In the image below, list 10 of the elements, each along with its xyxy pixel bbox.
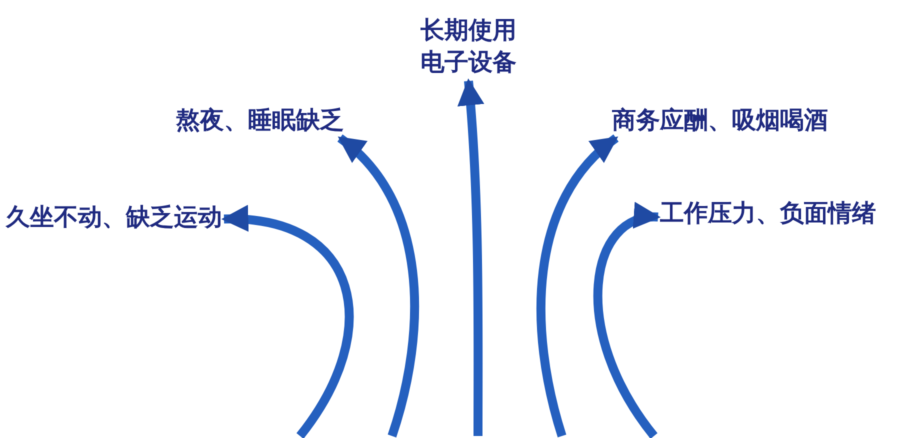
curved-arrow [457,78,484,436]
label-text: 工作压力、负面情绪 [660,197,876,230]
curved-arrow [337,134,419,438]
curved-arrow [594,205,661,438]
label-text: 久坐不动、缺乏运动 [6,201,222,234]
label-text: 商务应酬、吸烟喝酒 [612,104,828,136]
curved-arrow [221,206,354,438]
label-text: 熬夜、睡眠缺乏 [176,104,344,136]
label-text: 长期使用电子设备 [418,14,519,79]
curved-arrow [536,134,619,438]
